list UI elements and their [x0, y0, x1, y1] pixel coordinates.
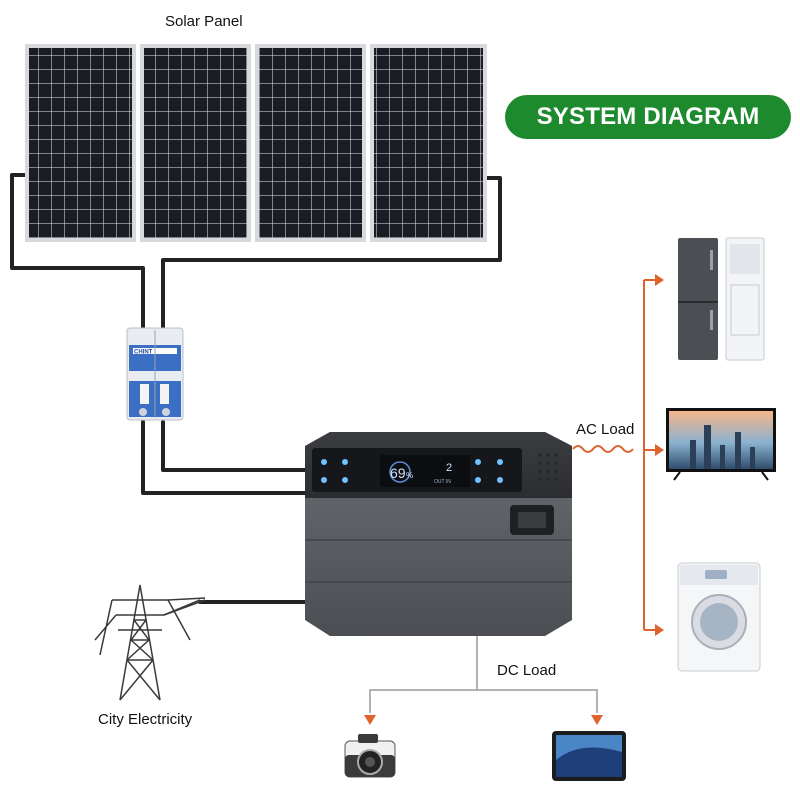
- solar-cable-left: [10, 173, 145, 334]
- arrow-icon: [655, 444, 664, 456]
- washing-machine-icon: [677, 562, 761, 672]
- dc-load-flow: [369, 636, 598, 713]
- television-icon: [666, 408, 776, 481]
- vent-grille: [538, 453, 558, 481]
- control-button: [497, 477, 503, 483]
- ac-wave: [572, 445, 634, 453]
- system-diagram-title-badge: SYSTEM DIAGRAM: [505, 95, 791, 139]
- portable-power-station-icon: 69 % 2 OUT IN: [305, 432, 572, 636]
- solar-panel-label: Solar Panel: [165, 13, 243, 30]
- refrigerator-icon: [678, 238, 718, 360]
- breaker-brand-text: CHINT: [134, 350, 153, 356]
- control-button: [321, 477, 327, 483]
- output-counter: 2: [446, 462, 452, 474]
- control-button: [475, 459, 481, 465]
- control-button: [342, 459, 348, 465]
- solar-panel-icon: [25, 44, 136, 242]
- solar-panel-icon: [370, 44, 487, 242]
- camera-icon: [344, 734, 396, 778]
- ac-load-flow: [572, 279, 657, 631]
- system-diagram-title: SYSTEM DIAGRAM: [536, 103, 760, 130]
- control-button: [497, 459, 503, 465]
- tablet-icon: [552, 731, 626, 781]
- circuit-breaker-icon: CHINT: [126, 327, 184, 421]
- control-button: [342, 477, 348, 483]
- control-button: [475, 477, 481, 483]
- solar-cable-right: [161, 176, 502, 334]
- dc-load-label: DC Load: [497, 662, 556, 679]
- power-pylon-icon: [94, 584, 206, 701]
- arrow-icon: [655, 624, 664, 636]
- solar-panel-icon: [140, 44, 251, 242]
- ac-load-label: AC Load: [576, 421, 634, 438]
- solar-panel-array: [25, 44, 487, 242]
- arrow-icon: [364, 715, 376, 725]
- breaker-cable-2: [161, 420, 307, 472]
- battery-percent: 69: [390, 465, 406, 481]
- air-conditioner-icon: [725, 237, 765, 361]
- arrow-icon: [655, 274, 664, 286]
- battery-unit: %: [406, 471, 413, 480]
- breaker-cable-1: [141, 420, 307, 495]
- city-electricity-label: City Electricity: [98, 711, 193, 728]
- solar-panel-icon: [255, 44, 366, 242]
- control-button: [321, 459, 327, 465]
- arrow-icon: [591, 715, 603, 725]
- output-caption: OUT IN: [434, 479, 451, 485]
- ac-arrowheads: [655, 274, 664, 636]
- wiring: [10, 173, 502, 604]
